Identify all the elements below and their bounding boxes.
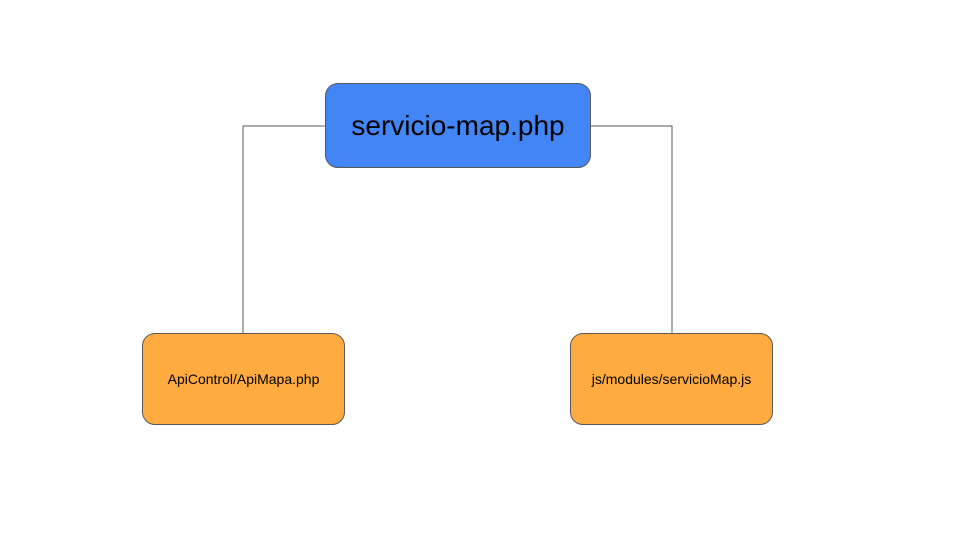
node-servicio-map: servicio-map.php [325, 83, 591, 168]
connector-root-to-left [242, 125, 325, 333]
node-servicio-map-js-label: js/modules/servicioMap.js [591, 371, 752, 387]
node-api-mapa: ApiControl/ApiMapa.php [142, 333, 345, 425]
node-servicio-map-js: js/modules/servicioMap.js [570, 333, 773, 425]
node-servicio-map-label: servicio-map.php [351, 109, 565, 141]
node-api-mapa-label: ApiControl/ApiMapa.php [167, 371, 320, 387]
connector-root-to-right [591, 125, 673, 333]
